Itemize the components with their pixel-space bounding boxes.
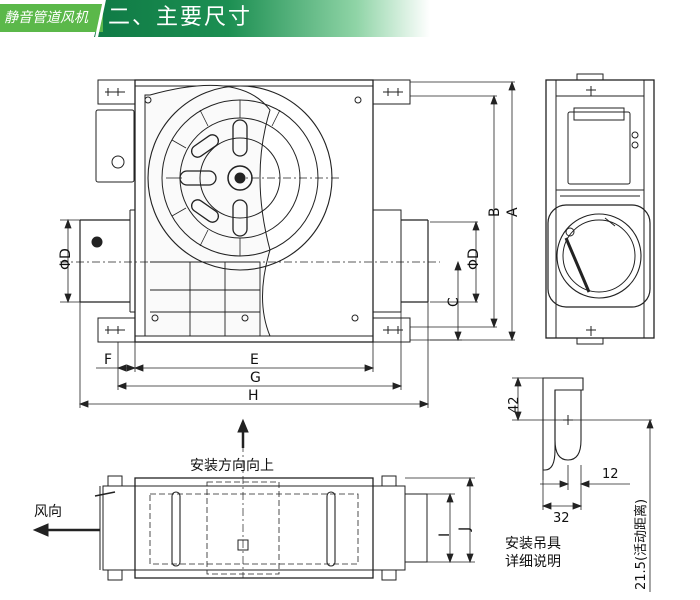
label-c: C [446,297,462,307]
left-duct [79,219,130,303]
fan-cutaway [144,84,271,337]
bracket-bottom-left [97,317,136,343]
label-i: I [437,533,453,537]
wind-direction-label: 风向 [34,504,62,520]
front-view [60,79,440,343]
hanger-detail [512,376,654,592]
title-bar [94,0,430,37]
front-view-dimensions [60,80,516,408]
hanger-dim-slot: 21.5(活动距离) [633,499,649,590]
label-phi-d-left: ΦD [58,248,74,270]
junction-box [95,109,135,183]
hanger-dim-height: 42 [507,396,522,413]
product-tag: 静音管道风机 [0,4,103,32]
bottom-view-body [134,477,374,579]
hanger-title-line1: 安装吊具 [505,536,561,552]
bracket-bottom-right [372,317,411,343]
front-view-body [134,79,374,343]
side-view-body [545,79,655,339]
bracket-top-left [97,79,136,105]
bottom-view [32,418,475,581]
side-outlet [547,204,651,308]
label-b: B [487,207,503,217]
bottom-left-duct [102,485,136,571]
right-duct [373,209,402,313]
hanger-title-line2: 详细说明 [505,554,561,570]
bracket-top-right [372,79,411,105]
install-direction-label: 安装方向向上 [190,458,274,474]
label-j: J [457,527,473,532]
side-view [545,73,655,345]
label-g: G [250,370,261,386]
header-banner: 静音管道风机 二、主要尺寸 [0,0,430,37]
wind-arrow-head [32,523,49,537]
label-a: A [505,207,521,217]
bottom-right-duct [372,485,406,571]
hanger-slot [554,390,582,461]
label-e: E [250,352,259,368]
hanger-dim-width: 32 [553,511,570,526]
label-phi-d-right: ΦD [466,248,482,270]
label-f: F [104,352,112,368]
section-title: 二、主要尺寸 [108,5,253,30]
label-h: H [248,388,259,404]
hanger-dim-offset: 12 [602,467,619,482]
